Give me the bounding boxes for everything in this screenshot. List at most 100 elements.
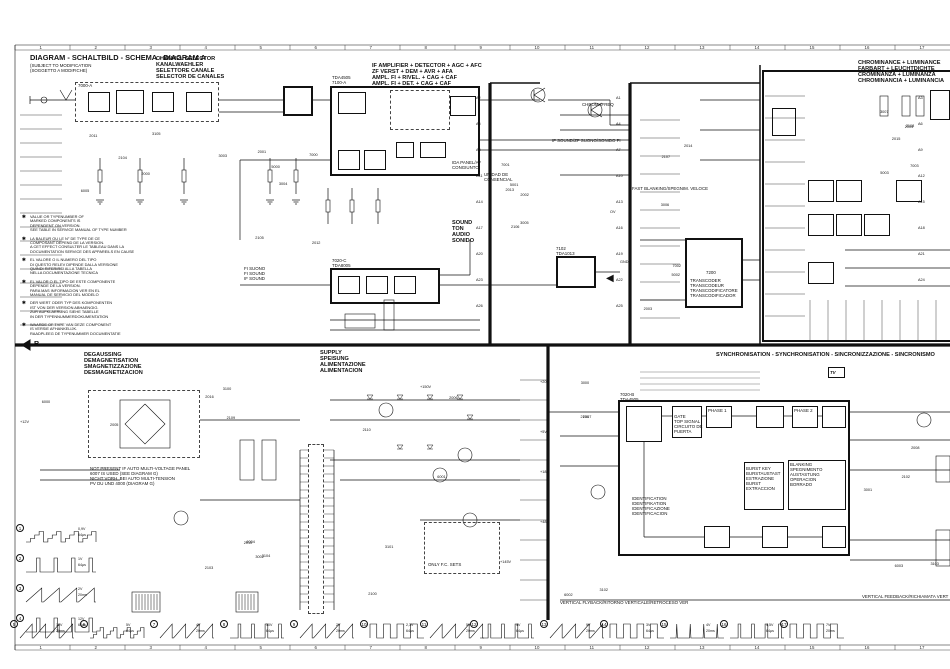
component-ref: 2011 bbox=[89, 133, 98, 138]
component-ref: 5002 bbox=[671, 273, 680, 278]
if-heading-1: IF AMPLIFIER + DETECTOR + AGC + AFC bbox=[372, 63, 482, 69]
waveform-amplitude: 4V bbox=[196, 623, 201, 627]
not-present-note-3: NICHT VORH. BEI AUTO MULTI-TENSION bbox=[90, 476, 175, 481]
waveform-trace bbox=[90, 627, 145, 639]
waveform-timebase: 20ms bbox=[586, 629, 595, 633]
if-ic-type: TDA4505 bbox=[332, 75, 351, 80]
sound-ic-type: TDA8005 bbox=[332, 263, 351, 268]
note-line: MANUAL DE SERVICIO DEL MODELO bbox=[30, 292, 99, 297]
column-number-top: 15 bbox=[809, 45, 815, 50]
burst-3: ESTRAZIONE bbox=[746, 476, 775, 481]
connector-label: A11 bbox=[476, 174, 483, 178]
note-line: DEPENDE DE LA VERSION. bbox=[30, 283, 81, 289]
waveform-trace bbox=[26, 617, 96, 633]
waveform-number: 2 bbox=[16, 554, 24, 562]
component-ref: 3103 bbox=[930, 561, 939, 566]
phase1-label: PHASE 1 bbox=[708, 408, 727, 413]
tuner-id: 7000-A bbox=[78, 83, 93, 88]
sound-heading-1: SOUND bbox=[452, 220, 473, 226]
connector-label: A18 bbox=[918, 226, 925, 230]
waveform-amplitude: 1V bbox=[78, 557, 83, 561]
connector-label: A14 bbox=[476, 200, 483, 204]
supply-pin-label: +20V bbox=[540, 380, 549, 384]
column-number-bottom: 6 bbox=[314, 645, 317, 650]
tv-mark-box bbox=[828, 367, 845, 378]
connector-label: A25 bbox=[616, 304, 623, 308]
note-marker-icon: ✱ bbox=[22, 322, 26, 327]
note-line: COMPOSANT DEPEND DE LA VERSION. bbox=[30, 240, 105, 245]
vertical-flyback-label: VERTICAL FLYBACK/RITORNO VERTICALE/RETRO… bbox=[560, 600, 689, 605]
degauss-heading-1: DEGAUSSING bbox=[84, 352, 122, 358]
component-ref: 3002 bbox=[255, 554, 264, 559]
column-number-top: 2 bbox=[94, 45, 97, 50]
tv-mark: TV bbox=[830, 370, 836, 375]
waveform-amplitude: 2V bbox=[78, 587, 83, 591]
waveform-trace bbox=[19, 623, 74, 639]
ident-2: IDENTIFIKATION bbox=[632, 501, 667, 506]
sound-ic-block bbox=[330, 268, 440, 304]
component-ref: 3004 bbox=[278, 181, 288, 186]
component-ref: 3006 bbox=[660, 203, 670, 208]
component-ref: 5003 bbox=[880, 171, 889, 176]
waveform-number: 12 bbox=[470, 620, 478, 628]
component-ref: 7001 bbox=[501, 163, 510, 168]
blanking-block bbox=[788, 460, 846, 510]
burst-5: EXTRACCION bbox=[746, 486, 775, 491]
connector-label: A17 bbox=[476, 226, 483, 230]
component-ref: 2106 bbox=[510, 225, 520, 230]
degauss-heading-2: DEMAGNETISATION bbox=[84, 358, 139, 364]
note-line: MARKED COMPONENTS IS bbox=[30, 218, 81, 224]
component-ref: 2000 bbox=[141, 172, 150, 177]
waveform-number: 15 bbox=[660, 620, 668, 628]
if-panel-2: CONGIUNTO bbox=[452, 165, 479, 170]
supply-heading-1: SUPPLY bbox=[320, 350, 342, 356]
saw-filter bbox=[283, 86, 313, 116]
burst-key-block bbox=[744, 462, 784, 510]
waveform-trace bbox=[159, 623, 214, 639]
waveform-number: 4 bbox=[16, 614, 24, 622]
sync-gate-3: CIRCUITO DE bbox=[674, 424, 703, 429]
column-number-bottom: 11 bbox=[589, 645, 595, 650]
component-ref: 2006 bbox=[449, 396, 458, 401]
connector-label: A4 bbox=[616, 122, 621, 126]
waveform-amplitude: 9V bbox=[586, 623, 591, 627]
column-number-top: 7 bbox=[369, 45, 372, 50]
note-line: QUINDI RIFERIRSI ALLA TABELLA bbox=[30, 266, 92, 271]
component-ref: 2104 bbox=[118, 156, 127, 161]
component-ref: 6004 bbox=[246, 539, 255, 544]
sound-ic-label: 7020-C bbox=[332, 258, 347, 263]
transcoder-label-3: TRANSCODIFICATORE bbox=[690, 288, 738, 293]
waveform-trace bbox=[480, 623, 534, 639]
component-ref: 6003 bbox=[894, 563, 904, 568]
waveform-number: 6 bbox=[80, 620, 88, 628]
sync-gate bbox=[672, 406, 702, 438]
chroma-heading-2: FARBART + LEUCHTDICHTE bbox=[858, 66, 935, 72]
sync-ic-block bbox=[618, 400, 850, 556]
burst-2: BURSTAUSTAST bbox=[746, 471, 781, 476]
waveform-timebase: 20ms bbox=[78, 593, 87, 597]
if-panel-1: IDA PANEL/AF bbox=[452, 160, 482, 165]
if-heading-2: ZF VERST + DEM + AVR + AFA bbox=[372, 69, 453, 75]
connector-label: A13 bbox=[616, 200, 623, 204]
sound-freq-label-2: FI SOUND bbox=[244, 271, 265, 276]
component-ref: 7002 bbox=[672, 263, 681, 268]
component-ref: 2003 bbox=[643, 306, 653, 311]
column-number-top: 13 bbox=[699, 45, 705, 50]
sound-heading-2: TON bbox=[452, 226, 464, 232]
channel-selector-heading-4: SELECTOR DE CANALES bbox=[156, 74, 225, 80]
waveform-number: 13 bbox=[540, 620, 548, 628]
chroma-heading-1: CHROMINANCE + LUMINANCE bbox=[858, 60, 941, 66]
note-marker-icon: ✱ bbox=[22, 257, 26, 263]
bus-b-label: B bbox=[34, 339, 40, 348]
note-line: RAADPLEEG DE TYPENUMMER DOCUMENTATIE bbox=[30, 330, 121, 336]
afc-detector bbox=[420, 142, 446, 158]
sync-gate-4: PUERTA bbox=[674, 429, 692, 434]
if-internal-group bbox=[390, 90, 450, 130]
column-number-bottom: 15 bbox=[809, 645, 815, 650]
note-line: LA BALEUR OU LE N° DE TYPE DE CE bbox=[30, 235, 101, 241]
tuner-if-amp bbox=[186, 92, 212, 112]
note-line: IN DER TYPENNUMMERDOKUMENTATION bbox=[30, 313, 109, 319]
sound-heading-3: AUDIO bbox=[452, 232, 471, 238]
sync-gate-1: GATE bbox=[674, 414, 686, 419]
supply-heading-2: SPEISUNG bbox=[320, 356, 349, 362]
